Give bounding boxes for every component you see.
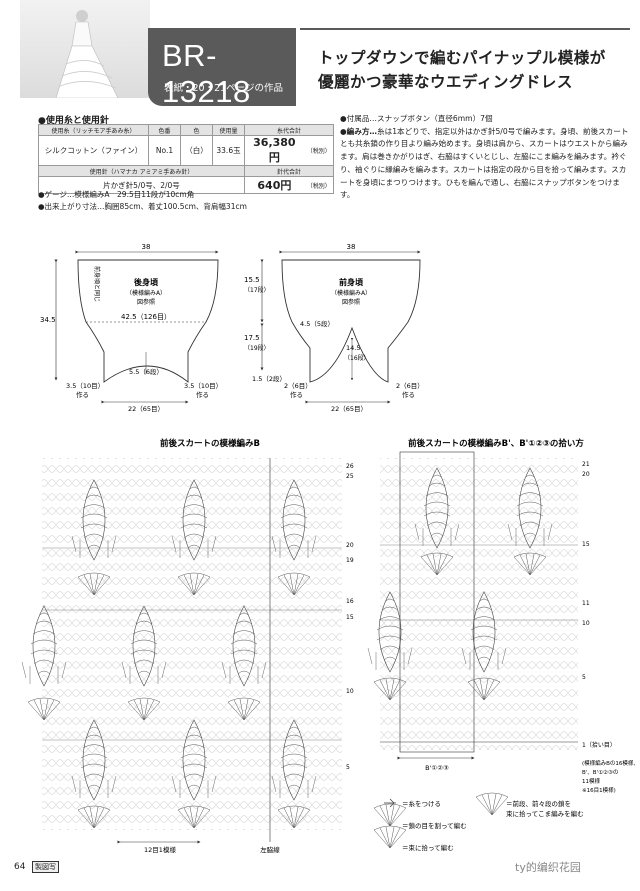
footer-tag: 製図写: [32, 861, 59, 873]
dress-photo: [20, 0, 150, 98]
front-dim3: 1.5（2段）: [252, 374, 286, 383]
front-dim1: 15.5: [244, 276, 260, 284]
front-top-width: 38: [347, 243, 356, 251]
single-crochet-bundle-icon: [475, 792, 509, 816]
chart-left-repeat: 12目1模様: [144, 845, 176, 854]
chart-right-legend-1: (模様編みBの16模様、: [582, 759, 639, 767]
row-number: 20: [346, 542, 354, 549]
back-side-height: 34.5: [40, 316, 56, 324]
needle-tax-note: （税別）: [303, 176, 334, 194]
back-body-sub1: （模様編みA）: [126, 289, 166, 297]
front-dim1-rows: （17段）: [244, 286, 270, 294]
row-number: 10: [582, 620, 590, 627]
materials-heading: ●使用糸と使用針: [38, 116, 109, 126]
row-number: 10: [346, 688, 354, 695]
chart-right-bottom-label: B'①②③: [425, 764, 449, 772]
row-number: 15: [346, 614, 354, 621]
back-body-title: 後身頃: [134, 277, 159, 287]
method-text: 糸は1本どりで、指定以外はかぎ針5/0号で編みます。身頃、前後スカートとも共糸鎖…: [340, 126, 629, 200]
front-neck-depth: 4.5（5段）: [300, 319, 334, 328]
chart-right-pickup: 1（拾い目）: [582, 741, 616, 749]
chart-left-row-numbers: 26 25 20 19 16 15 10 5: [346, 463, 354, 771]
front-dim2-rows: （19段）: [244, 344, 270, 352]
front-center: 14.5: [346, 344, 360, 352]
attach-yarn-icon: [384, 798, 396, 808]
front-body-sub1: （模様編みA）: [331, 289, 371, 297]
front-dim2: 17.5: [244, 334, 260, 342]
symbol-legend: [373, 792, 509, 849]
pattern-title: トップダウンで編むパイナップル模様が 優麗かつ豪華なウエディングドレス: [300, 28, 630, 108]
row-number: 5: [582, 674, 586, 681]
materials-table: 使用糸（リッチモア手あみ糸） 色番 色 使用量 糸代合計 シルクコットン（ファイ…: [38, 124, 334, 194]
accessories-text: ●付属品…スナップボタン（直径6mm）7個: [340, 114, 493, 123]
page-reference: 表紙・20・21ページの作品: [164, 83, 283, 94]
back-vertical-note: 前身頃と同じ: [93, 266, 101, 302]
back-right-side-note: 作る: [196, 390, 209, 399]
front-left-side-note: 作る: [290, 390, 303, 399]
title-line-2: 優麗かつ豪華なウエディングドレス: [318, 73, 573, 91]
row-number: 5: [346, 764, 350, 771]
back-left-side: 3.5（10目）: [66, 382, 104, 390]
front-left-side: 2（6目）: [284, 382, 312, 390]
chart-right-row-numbers: 21 20 15 11 10 5: [582, 461, 590, 681]
chart-right-legend-4: ※16目1模様): [582, 786, 616, 794]
front-body-diagram: [260, 250, 421, 404]
page-number: 64: [14, 862, 26, 872]
legend-item-4: ＝前段、前々段の鎖を: [506, 799, 571, 808]
legend-item-1: ＝糸をつける: [402, 799, 441, 808]
back-body-sub2: 図参照: [137, 298, 155, 306]
yarn-color: （白）: [180, 135, 213, 166]
back-right-side: 3.5（10目）: [184, 382, 222, 390]
yarn-amount: 33.6玉: [212, 135, 245, 166]
method-label: ●編み方…: [340, 126, 378, 136]
row-number: 15: [582, 541, 590, 548]
row-number: 19: [346, 557, 354, 564]
back-chest: 42.5（126目）: [121, 313, 171, 321]
chart-right-motif: [367, 451, 578, 760]
chart-right-title: 前後スカートの模様編みB'、B'①②③の拾い方: [408, 438, 584, 449]
legend-item-3: ＝束に拾って編む: [402, 843, 454, 852]
front-body-title: 前身頃: [339, 277, 364, 287]
legend-item-2: ＝鎖の目を割って編む: [402, 821, 467, 830]
row-number: 11: [582, 600, 590, 607]
row-number: 25: [346, 473, 354, 480]
legend-item-5: 束に拾ってこま編みを編む: [506, 809, 584, 818]
front-body-sub2: 図参照: [342, 298, 360, 306]
row-number: 26: [346, 463, 354, 470]
instructions: ●付属品…スナップボタン（直径6mm）7個 ●編み方…糸は1本どりで、指定以外は…: [340, 113, 632, 202]
title-line-1: トップダウンで編むパイナップル模様が: [318, 49, 606, 67]
needle-total: 640円: [243, 176, 304, 194]
front-right-side-note: 作る: [402, 390, 415, 399]
chart-left-motif: [21, 458, 342, 844]
chart-left-seam: 左脇線: [260, 845, 280, 854]
back-center-depth: 5.5（6段）: [129, 367, 163, 376]
watermark: ty的编织花园: [515, 861, 581, 874]
front-right-side: 2（6目）: [396, 382, 424, 390]
size-text: ●出来上がり寸法…胸囲85cm、着丈100.5cm、背肩幅31cm: [38, 202, 247, 211]
chart-right-legend-3: 11模様: [582, 777, 600, 785]
chart-right-legend-2: B'、B'①②③の: [582, 769, 618, 776]
yarn-header-color: 色: [180, 124, 213, 136]
yarn-header-total: 糸代合計: [244, 124, 334, 136]
yarn-tax-note: （税別）: [303, 135, 334, 166]
gauge-text: ●ゲージ…模様編みA 29.5目11段が10cm角: [38, 190, 195, 199]
pattern-code-box: BR-13218 表紙・20・21ページの作品: [148, 28, 296, 109]
wedding-dress-illustration: [55, 10, 119, 98]
chart-left-title: 前後スカートの模様編みB: [160, 438, 260, 449]
pattern-code: BR-13218: [162, 38, 251, 109]
back-bottom-width: 22（65目）: [128, 405, 164, 413]
row-number: 21: [582, 461, 590, 468]
needle-header-name: 使用針（ハマナカ アミアミ手あみ針）: [38, 165, 245, 177]
back-top-width: 38: [142, 243, 151, 251]
front-bottom-width: 22（65目）: [331, 405, 367, 413]
back-body-diagram: [54, 250, 219, 404]
row-number: 20: [582, 471, 590, 478]
front-center-rows: （16段）: [344, 354, 370, 362]
row-number: 16: [346, 598, 354, 605]
back-left-side-note: 作る: [76, 390, 89, 399]
